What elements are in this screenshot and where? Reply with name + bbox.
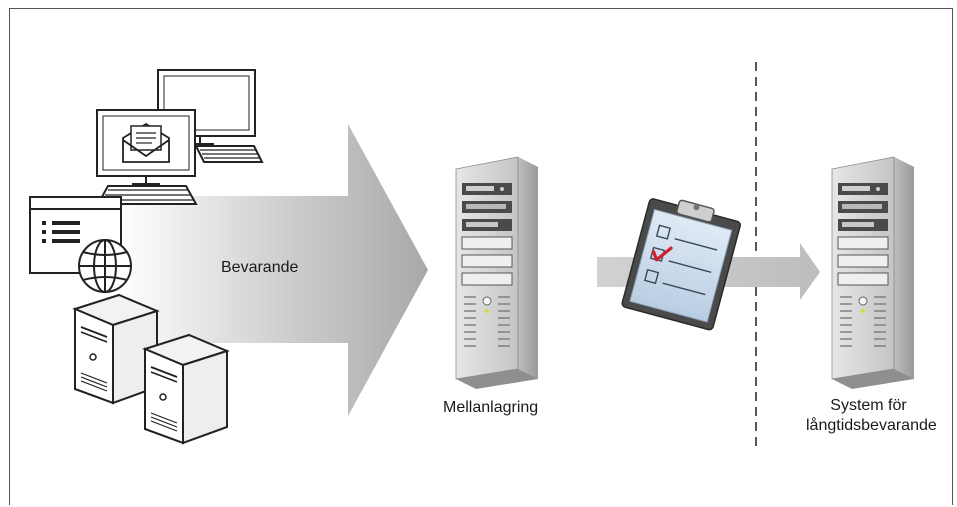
intermediate-storage-label: Mellanlagring [443,399,539,416]
preservation-label: Bevarande [221,259,299,276]
clipboard-checklist-icon [621,198,741,331]
intermediate-storage-server-icon [455,156,539,390]
long-term-system-label-line2: långtidsbevarande [806,417,937,434]
diagram-frame [9,8,953,505]
email-computer-icon [96,109,198,205]
globe-icon [78,239,132,293]
long-term-system-label: System för långtidsbevarande [806,396,937,436]
long-term-server-icon [831,156,915,390]
server-icon [144,334,228,444]
long-term-system-label-line1: System för [830,397,907,414]
